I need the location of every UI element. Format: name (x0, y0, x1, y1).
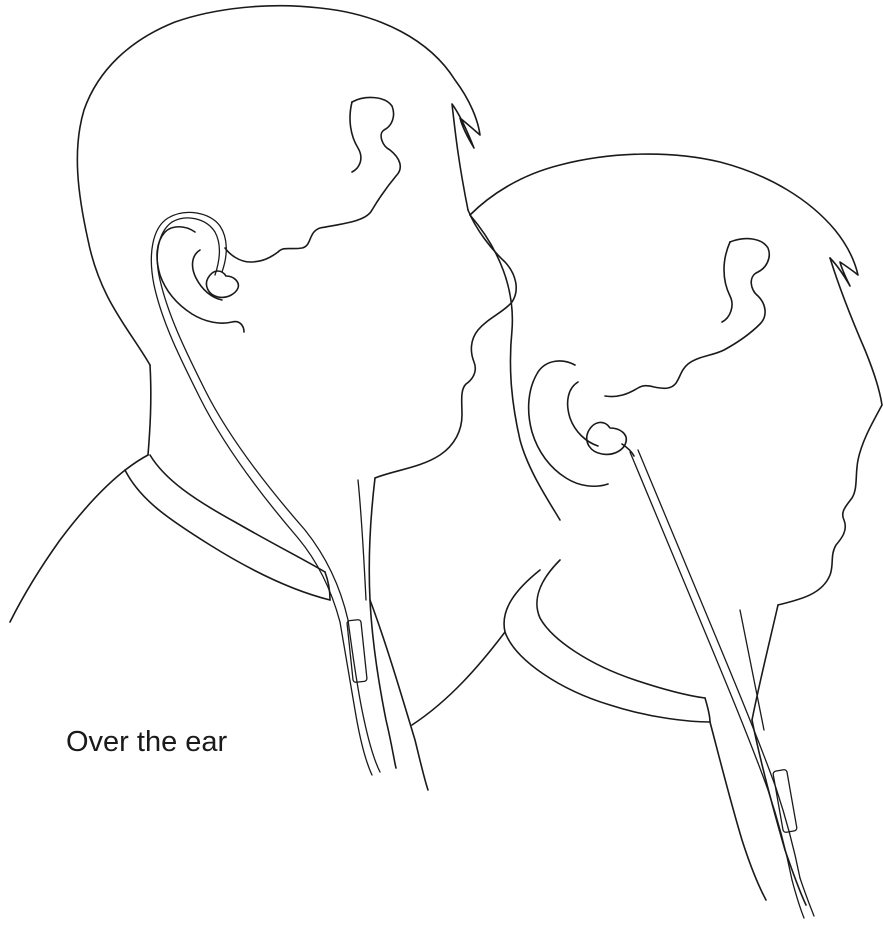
front-person-cable-splitter (773, 769, 798, 832)
front-person-collar-edge (705, 698, 710, 722)
back-person-hair-outline (77, 6, 480, 365)
back-person-cable-splitter (347, 619, 367, 682)
front-person-sideburn (722, 242, 732, 322)
back-person-cable-loop-outer (151, 212, 340, 622)
back-person-second-cable (358, 480, 366, 600)
front-person-hairline (605, 239, 769, 397)
back-person-ear-outer (157, 227, 244, 332)
front-person-back-head (470, 215, 560, 520)
back-person-neck-right (369, 478, 396, 768)
back-person (10, 6, 516, 790)
back-person-earpiece (206, 271, 238, 297)
back-person-collar-outer (125, 470, 330, 600)
back-person-sideburn (350, 102, 361, 172)
front-person-face-profile (778, 258, 882, 605)
front-person-neck-front (752, 605, 778, 720)
back-person-chest-line (370, 600, 428, 790)
front-person-collar-inner (537, 560, 705, 698)
front-person-second-cable (740, 610, 764, 730)
front-person (412, 154, 882, 918)
back-person-hairline (225, 97, 400, 262)
caption-over-the-ear: Over the ear (66, 726, 227, 759)
front-person-cable (630, 452, 792, 880)
back-person-shoulder-left (10, 455, 148, 622)
front-person-ear-inner (568, 382, 598, 446)
front-person-collar-outer (504, 570, 710, 722)
back-person-collar-inner (150, 455, 325, 572)
front-person-hair-outline (470, 154, 858, 286)
front-person-earpiece-stem (622, 444, 634, 456)
back-person-cable-loop (157, 218, 348, 620)
front-person-earpiece (587, 422, 627, 454)
back-person-nape (148, 365, 151, 455)
back-person-cable-down (340, 622, 372, 775)
front-person-shoulder (412, 632, 505, 725)
back-person-ear-inner (193, 250, 222, 300)
